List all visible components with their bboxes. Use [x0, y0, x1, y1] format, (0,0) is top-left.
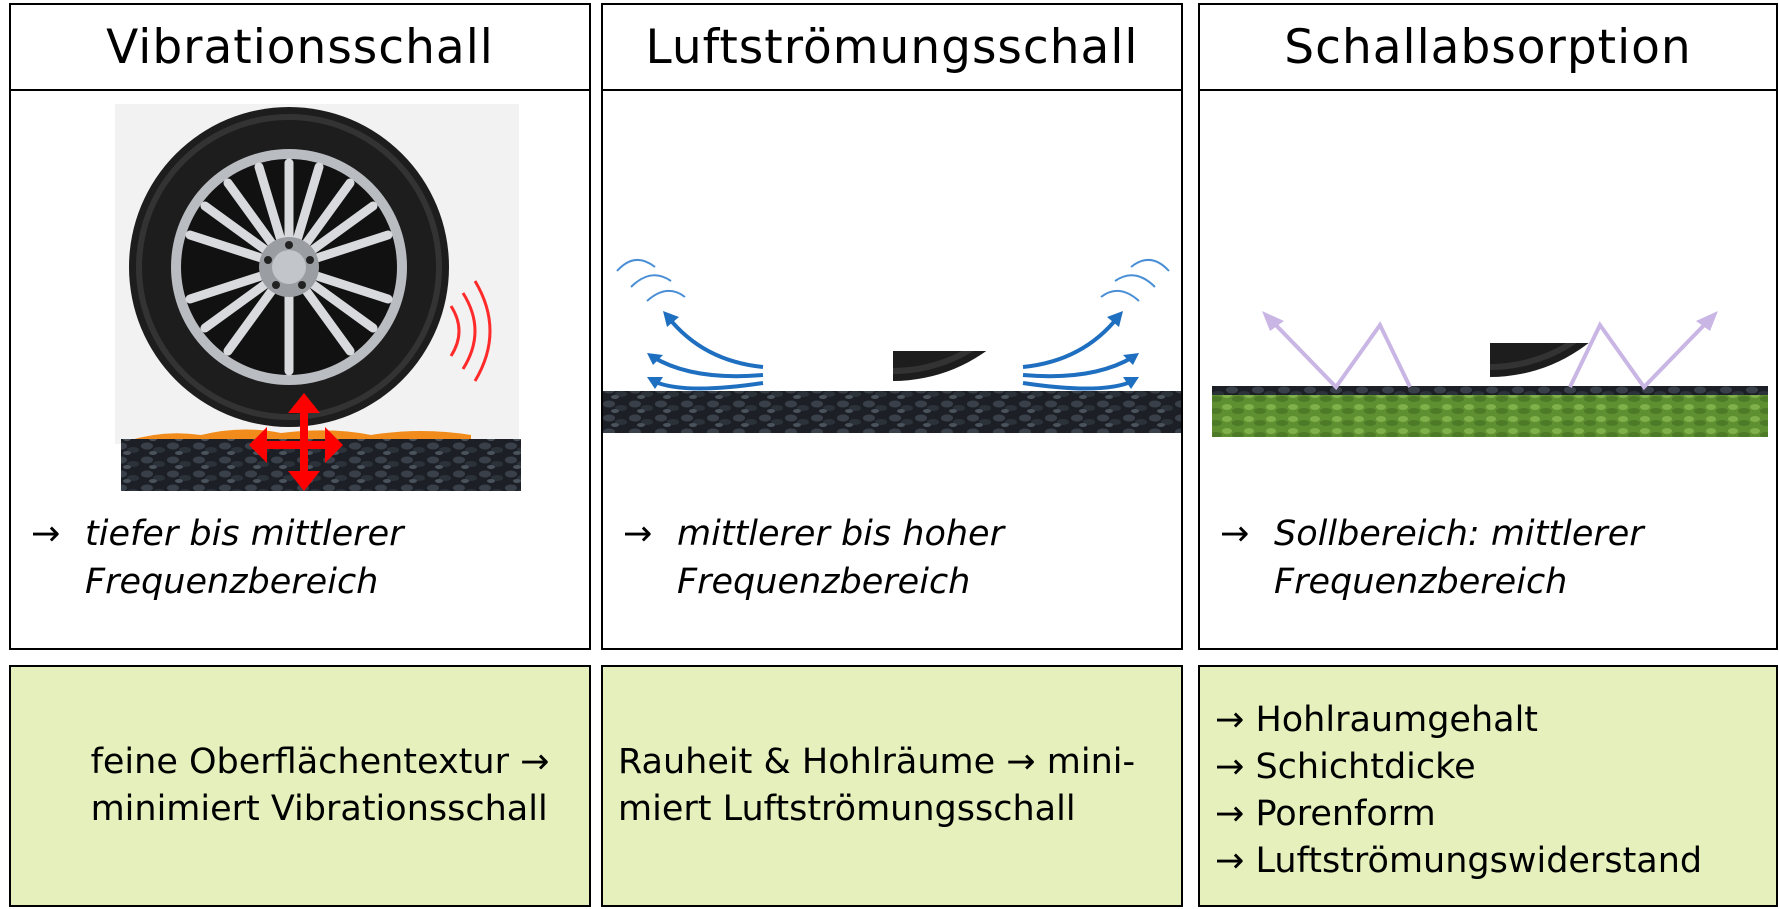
- desc-line-1: tiefer bis mittlerer: [85, 514, 404, 554]
- frequency-description: → tiefer bis mittlerer Frequenzbereich: [31, 510, 404, 606]
- box-line-1: Rauheit & Hohlräume → mini-: [618, 742, 1136, 782]
- arrow-glyph: →: [623, 514, 653, 554]
- box-absorption-factors: → Hohlraumgehalt → Schichtdicke → Porenf…: [1198, 665, 1778, 907]
- vibration-illustration: [115, 91, 521, 491]
- sound-wave-icon: [616, 259, 1170, 302]
- sound-wave-icon: [449, 280, 492, 382]
- frequency-description: → Sollbereich: mittlerer Frequenzbereich: [1220, 510, 1644, 606]
- desc-line-1: mittlerer bis hoher: [677, 514, 1004, 554]
- asphalt-top: [1212, 386, 1768, 396]
- airflow-arrow-icon: [651, 315, 1135, 391]
- arrowheads: [647, 311, 1139, 389]
- list-item: → Hohlraumgehalt: [1215, 700, 1539, 740]
- asphalt-surface: [603, 391, 1181, 433]
- desc-line-2: Frequenzbereich: [1274, 562, 1568, 602]
- absorption-illustration: [1212, 91, 1768, 437]
- desc-keyword: Sollbereich: [1274, 514, 1468, 554]
- list-item: → Schichtdicke: [1215, 747, 1476, 787]
- porous-layer: [1212, 395, 1768, 437]
- panel-vibration: Vibrationsschall → tiefer bis mittlerer F…: [9, 3, 591, 650]
- list-item: → Luftströmungswiderstand: [1215, 841, 1703, 881]
- panel-title: Luftströmungsschall: [603, 5, 1181, 91]
- tire-icon: [733, 91, 1053, 381]
- box-line-2: minimiert Vibrationsschall: [90, 789, 548, 829]
- reflection-arrow-icon: [1268, 317, 1712, 391]
- double-arrow-icon: [249, 393, 343, 491]
- box-line-1: feine Oberflächentextur →: [90, 742, 550, 782]
- frequency-description: → mittlerer bis hoher Frequenzbereich: [623, 510, 1004, 606]
- panel-absorption: Schallabsorption → Sollbereich: mittlerer…: [1198, 3, 1778, 650]
- panel-title: Vibrationsschall: [11, 5, 589, 91]
- panel-airflow: Luftströmungsschall: [601, 3, 1183, 650]
- box-line-2: miert Luftströmungsschall: [618, 789, 1076, 829]
- tire-icon: [1330, 91, 1650, 377]
- box-roughness: Rauheit & Hohlräume → mini- miert Luftst…: [601, 665, 1183, 907]
- airflow-illustration: [603, 91, 1181, 433]
- desc-line-2: Frequenzbereich: [677, 562, 971, 602]
- arrow-glyph: →: [31, 514, 61, 554]
- tire-icon: [129, 107, 449, 427]
- desc-line-2: Frequenzbereich: [85, 562, 379, 602]
- box-texture: feine Oberflächentextur → minimiert Vibr…: [9, 665, 591, 907]
- panel-title: Schallabsorption: [1200, 5, 1776, 91]
- desc-line-1-rest: : mittlerer: [1467, 514, 1644, 554]
- list-item: → Porenform: [1215, 794, 1436, 834]
- arrowheads: [1262, 311, 1718, 331]
- arrow-glyph: →: [1220, 514, 1250, 554]
